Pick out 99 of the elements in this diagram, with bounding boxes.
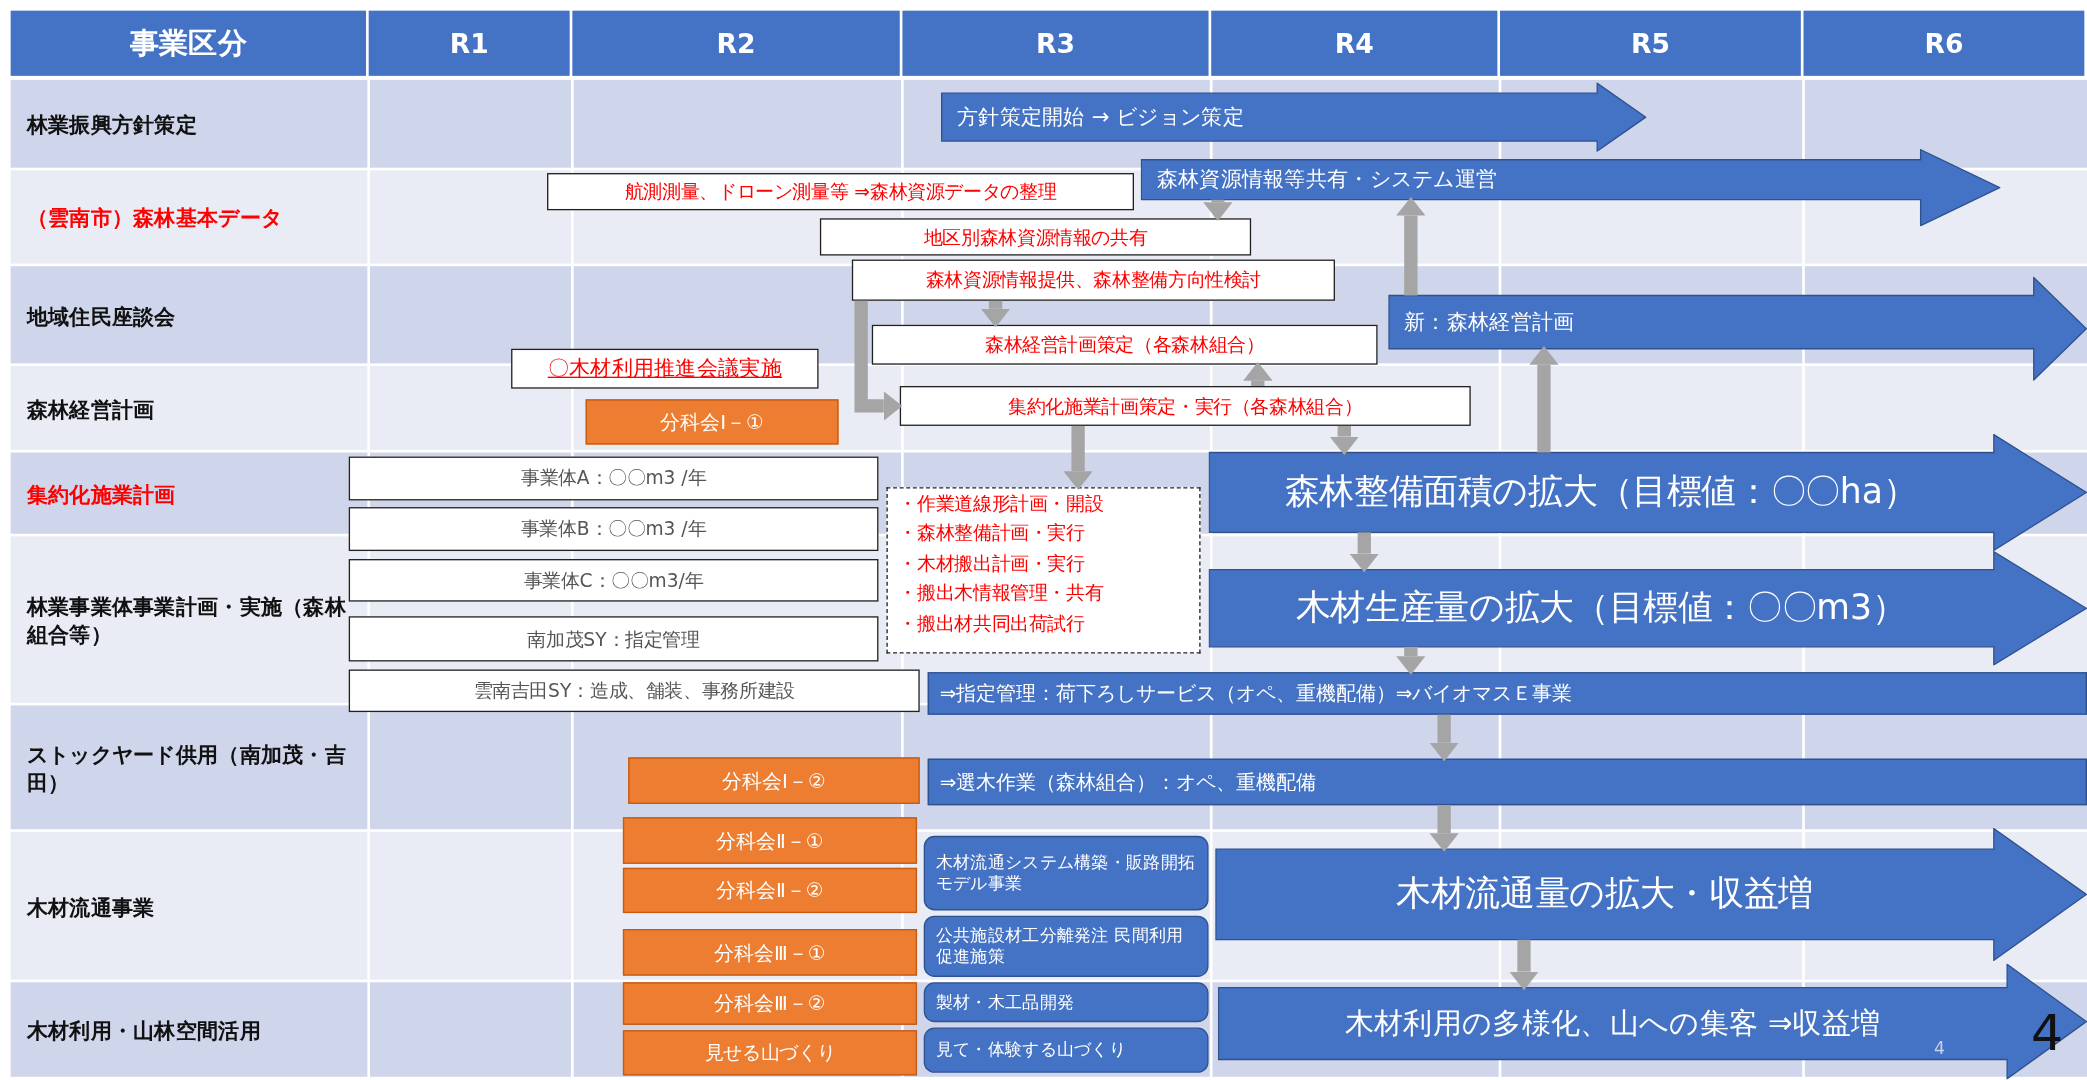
task-box xyxy=(628,757,920,804)
timeline-bar xyxy=(927,672,2087,715)
box-label: 公共施設材工分離発注 民間利用促進施策 xyxy=(934,925,1185,968)
row-header: 森林経営計画 xyxy=(26,395,155,424)
box-label: ⇒選木作業（森林組合）：オペ、重機配備 xyxy=(938,770,1317,794)
box-label: 集約化施業計画策定・実行（各森林組合） xyxy=(1007,394,1364,418)
arrow xyxy=(1509,939,1539,991)
timeline-band xyxy=(941,82,1647,152)
row-header: 林業振興方針策定 xyxy=(26,111,197,140)
box-label: 〇木材利用推進会議実施 xyxy=(546,355,783,382)
arrow xyxy=(1429,805,1459,852)
box-label: 見て・体験する山づくり xyxy=(934,1039,1127,1061)
arrow xyxy=(1396,197,1426,296)
timeline-bar xyxy=(927,758,2087,806)
text-box xyxy=(348,456,879,501)
arrow xyxy=(980,300,1011,328)
task-box xyxy=(622,817,918,864)
column-header: R5 xyxy=(1500,10,1801,76)
timeline-band xyxy=(1217,963,2087,1080)
box-label: 分科会Ⅱ－① xyxy=(715,828,825,853)
row-header: 木材流通事業 xyxy=(26,893,155,922)
arrow xyxy=(1349,532,1379,573)
column-header: 事業区分 xyxy=(10,10,366,76)
band-label: 森林資源情報等共有・システム運営 xyxy=(1156,166,1498,193)
band-label: 新：森林経営計画 xyxy=(1404,309,1575,335)
column-header: R3 xyxy=(902,10,1209,76)
text-box xyxy=(511,348,819,389)
rounded-box xyxy=(923,982,1209,1023)
bullet-item: ・森林整備計画・実行 xyxy=(897,521,1086,546)
timeline-band xyxy=(1208,551,2087,666)
box-label: 森林経営計画策定（各森林組合） xyxy=(983,333,1266,356)
text-box xyxy=(899,386,1471,426)
text-box xyxy=(547,173,1134,211)
column-header: R2 xyxy=(572,10,900,76)
rounded-box xyxy=(923,915,1209,977)
arrow xyxy=(1329,425,1359,456)
page-number: 4 xyxy=(2031,1003,2064,1063)
bullet-item: ・搬出木情報管理・共有 xyxy=(897,580,1105,606)
box-label: 南加茂SY：指定管理 xyxy=(526,627,701,651)
box-label: 事業体C：〇〇m3/年 xyxy=(522,569,705,592)
arrow xyxy=(854,300,903,421)
task-box xyxy=(622,929,918,976)
box-label: 木材流通システム構築・販路開拓モデル事業 xyxy=(934,852,1197,894)
bullet-item: ・作業道線形計画・開設 xyxy=(897,491,1105,516)
bullet-item: ・搬出材共同出荷試行 xyxy=(897,610,1086,635)
text-box xyxy=(348,507,879,552)
box-label: 事業体B：〇〇m3 /年 xyxy=(519,517,708,541)
bullet-item: ・木材搬出計画・実行 xyxy=(897,551,1086,576)
text-box xyxy=(348,616,879,662)
box-label: 製材・木工品開発 xyxy=(934,991,1076,1013)
arrow xyxy=(1429,714,1459,762)
box-label: 雲南吉田SY：造成、舗装、事務所建設 xyxy=(472,679,796,702)
box-label: 事業体A：〇〇m3 /年 xyxy=(519,467,708,490)
box-label: 分科会Ⅲ－① xyxy=(713,940,827,965)
text-box xyxy=(348,669,920,713)
arrow xyxy=(1243,362,1273,386)
arrow xyxy=(1203,199,1233,221)
dashed-box xyxy=(886,487,1201,654)
timeline-band xyxy=(1388,276,2087,381)
box-label: 分科会Ⅰ－① xyxy=(659,409,765,434)
page-number: 4 xyxy=(1933,1038,1945,1059)
text-box xyxy=(348,559,879,602)
band-label: 木材利用の多様化、山への集客 ⇒収益増 xyxy=(1344,1005,1881,1042)
timeline-band xyxy=(1208,433,2087,552)
band-label: 方針策定開始 → ビジョン策定 xyxy=(957,104,1244,130)
task-box xyxy=(622,867,918,914)
row-header: 集約化施業計画 xyxy=(26,480,176,509)
row-header: 林業事業体事業計画・実施（森林組合等） xyxy=(26,592,347,650)
box-label: 分科会Ⅱ－② xyxy=(715,878,825,903)
timeline-band xyxy=(1140,149,2001,227)
band-label: 森林整備面積の拡大（目標値：〇〇ha） xyxy=(1284,471,1918,514)
timeline-band xyxy=(1215,827,2087,961)
box-label: 分科会Ⅰ－② xyxy=(721,768,827,793)
rounded-box xyxy=(923,835,1209,911)
arrow xyxy=(1396,646,1426,675)
box-label: 見せる山づくり xyxy=(703,1041,837,1064)
row-header: 木材利用・山林空間活用 xyxy=(26,1016,261,1046)
rounded-box xyxy=(923,1027,1209,1073)
row-header: 地域住民座談会 xyxy=(26,302,176,331)
text-box xyxy=(851,259,1335,301)
text-box xyxy=(871,324,1378,365)
column-header: R4 xyxy=(1211,10,1498,76)
box-label: 地区別森林資源情報の共有 xyxy=(922,225,1149,249)
row-header: （雲南市）森林基本データ xyxy=(26,204,283,233)
row-header: ストックヤード供用（南加茂・吉田） xyxy=(26,740,347,798)
box-label: 分科会Ⅲ－② xyxy=(713,991,827,1016)
text-box xyxy=(819,218,1252,256)
task-box xyxy=(622,1030,918,1076)
column-header: R1 xyxy=(368,10,570,76)
task-box xyxy=(622,982,918,1025)
box-label: 森林資源情報提供、森林整備方向性検討 xyxy=(924,269,1263,292)
column-header: R6 xyxy=(1803,10,2085,76)
arrow xyxy=(1063,425,1093,490)
band-label: 木材生産量の拡大（目標値：〇〇m3） xyxy=(1295,587,1907,629)
box-label: ⇒指定管理：荷下ろしサービス（オペ、重機配備）⇒バイオマスＥ事業 xyxy=(938,681,1574,706)
task-box xyxy=(585,399,839,445)
box-label: 航測測量、ドローン測量等 ⇒森林資源データの整理 xyxy=(623,180,1058,203)
band-label: 木材流通量の拡大・収益増 xyxy=(1396,873,1813,916)
arrow xyxy=(1529,346,1559,453)
